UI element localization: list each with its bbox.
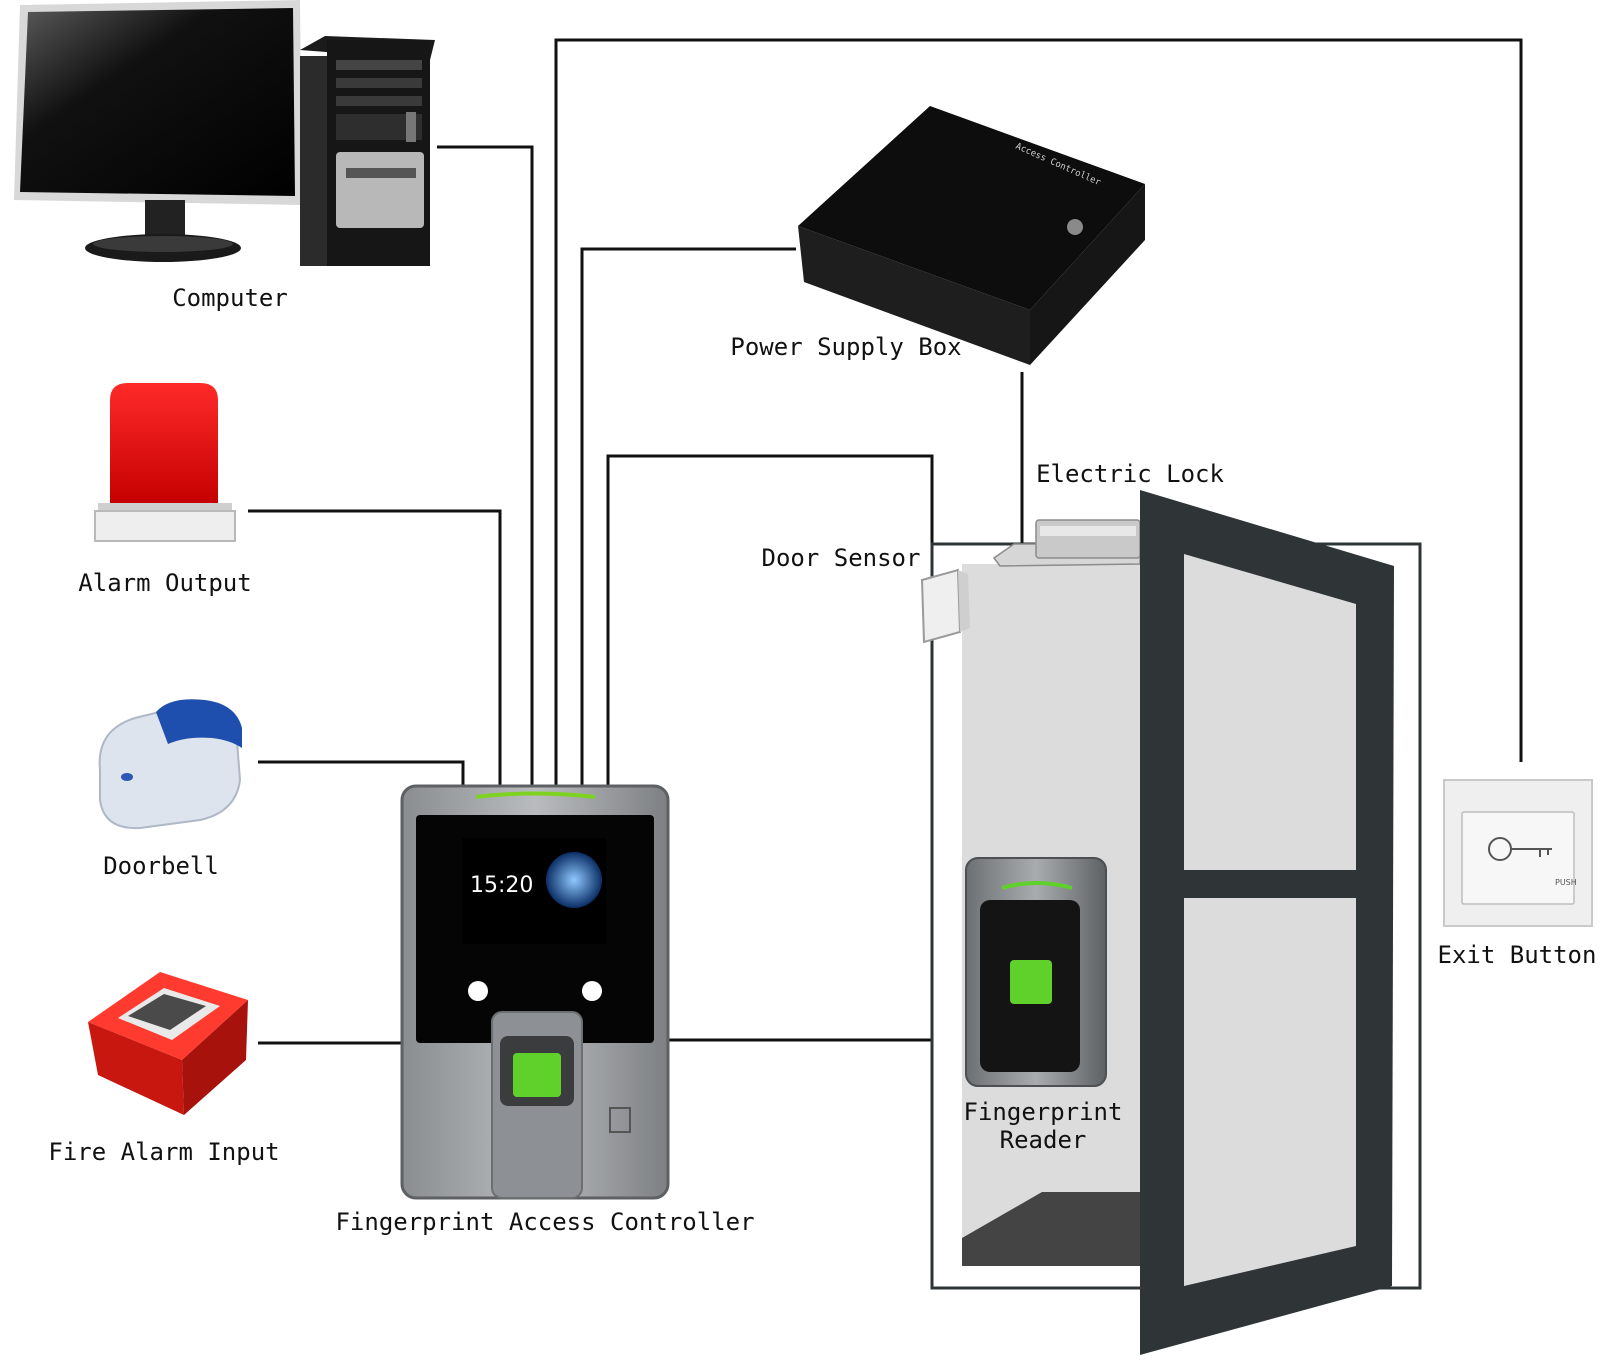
exit-button-label: Exit Button bbox=[1438, 941, 1597, 969]
computer-label: Computer bbox=[172, 284, 288, 312]
wire-door-sensor bbox=[606, 454, 934, 790]
alarm-output-label: Alarm Output bbox=[78, 569, 251, 597]
door-sensor-label: Door Sensor bbox=[762, 544, 921, 572]
electric-lock-label: Electric Lock bbox=[1036, 460, 1224, 488]
wire-exit-button bbox=[554, 38, 1523, 790]
fingerprint-reader-label-line1: Fingerprint bbox=[964, 1098, 1123, 1126]
door-leaf bbox=[1140, 490, 1394, 1355]
computer-icon bbox=[14, 0, 435, 266]
controller-clock: 15:20 bbox=[470, 873, 533, 898]
power-supply-box-label: Power Supply Box bbox=[730, 333, 961, 361]
doorbell-icon bbox=[98, 699, 242, 830]
wires bbox=[248, 38, 1523, 1045]
door-sensor-device bbox=[920, 568, 970, 644]
electric-lock-device bbox=[992, 519, 1141, 567]
exit-button-device: PUSH bbox=[1443, 779, 1593, 927]
wire-computer bbox=[437, 145, 534, 790]
power-supply-box-device: Access Controller bbox=[798, 106, 1145, 365]
wire-alarm-output bbox=[248, 509, 502, 790]
fire-alarm-call-point-icon bbox=[88, 972, 248, 1115]
fingerprint-access-controller-device: 15:20 bbox=[400, 784, 670, 1200]
fire-alarm-input-label: Fire Alarm Input bbox=[48, 1138, 279, 1166]
alarm-siren-icon bbox=[94, 383, 236, 542]
controller-label: Fingerprint Access Controller bbox=[335, 1208, 754, 1236]
wire-power-supply bbox=[580, 247, 796, 790]
wire-doorbell bbox=[258, 760, 465, 790]
doorbell-label: Doorbell bbox=[103, 852, 219, 880]
exit-button-push-text: PUSH bbox=[1555, 878, 1577, 887]
key-icon bbox=[1488, 837, 1552, 861]
fingerprint-reader-device bbox=[965, 857, 1107, 1087]
fingerprint-reader-label-line2: Reader bbox=[1000, 1126, 1087, 1154]
